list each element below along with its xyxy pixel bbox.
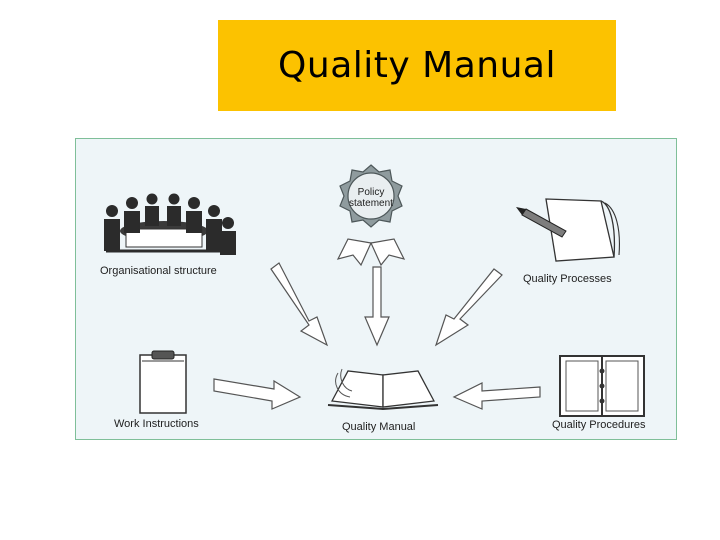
label-work-instructions: Work Instructions: [114, 418, 199, 430]
notepad-pencil-icon: [516, 198, 620, 262]
policy-statement-label: Policy statement: [336, 187, 406, 209]
label-quality-procedures: Quality Procedures: [552, 419, 646, 431]
diagram-canvas: [104, 164, 645, 417]
ring-binder-icon: [559, 355, 645, 417]
award-rosette-icon: [336, 164, 406, 267]
meeting-people-icon: [104, 193, 236, 255]
arrow-org-to-manual: [270, 262, 329, 347]
title-banner: Quality Manual: [218, 20, 616, 111]
arrow-procedures-to-manual: [452, 382, 541, 410]
open-book-icon: [327, 368, 439, 411]
label-quality-manual: Quality Manual: [342, 421, 416, 433]
arrow-policy-to-manual: [364, 266, 390, 347]
arrow-processes-to-manual: [434, 268, 503, 347]
slide-title: Quality Manual: [278, 45, 556, 86]
diagram-panel: Organisational structure Quality Process…: [75, 138, 677, 440]
label-quality-processes: Quality Processes: [523, 273, 612, 285]
clipboard-icon: [139, 350, 187, 414]
arrow-work-to-manual: [213, 378, 302, 410]
label-organisational-structure: Organisational structure: [100, 265, 217, 277]
policy-label-line2: statement: [349, 198, 393, 209]
policy-label-line1: Policy: [357, 187, 385, 198]
